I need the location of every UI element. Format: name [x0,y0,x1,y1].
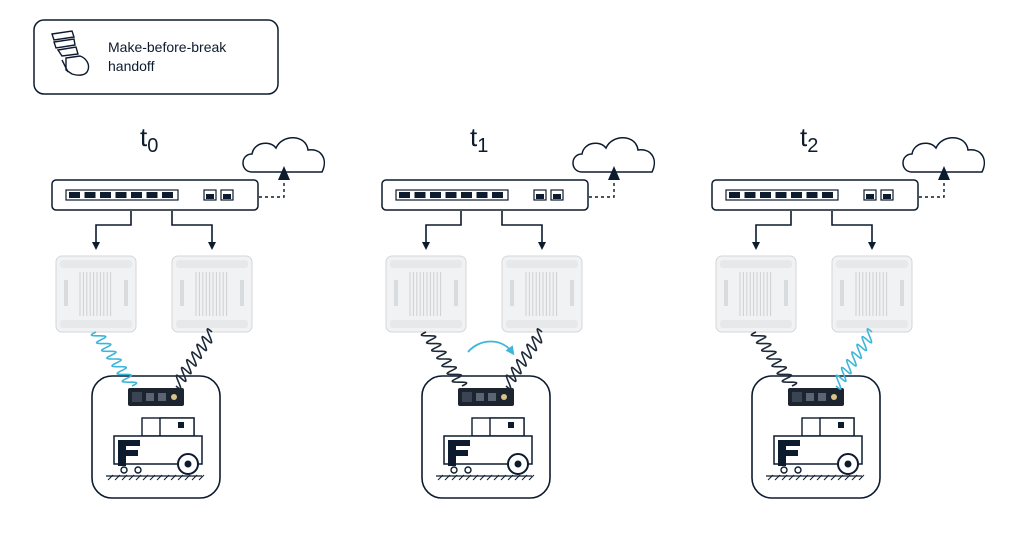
uplink-arrowhead [278,166,290,180]
network-switch-icon [51,179,259,211]
access-point-radio-icon [55,255,137,333]
left-link-cable [750,331,798,387]
floor-hatch [106,474,205,481]
legend-line-2: handoff [108,58,155,74]
stage-label-main: t [470,122,478,152]
stage-label-main: t [140,122,148,152]
agv-vehicle-icon [436,417,535,481]
running-foot-icon [51,30,90,76]
uplink-arrowhead [608,166,620,180]
access-point-radio-icon [715,255,797,333]
switch-to-radio-arrows [92,211,216,250]
right-link-cable [505,328,543,390]
stage-label-subscript: 2 [807,135,818,157]
stage-1: t1 [381,122,656,499]
left-link-cable [420,331,468,387]
uplink-dashed [589,174,615,198]
stage-label-subscript: 1 [477,135,488,157]
floor-hatch [436,474,535,481]
right-link-cable [175,328,213,390]
switch-to-radio-arrows [752,211,876,250]
stage-label: t2 [800,122,818,157]
cloud-icon [572,137,656,173]
uplink-arrowhead [938,166,950,180]
vehicle-modem-icon [458,388,514,406]
handoff-arrow [467,340,515,356]
cloud-icon [902,137,986,173]
stage-label-main: t [800,122,808,152]
right-link-cable [835,328,873,390]
vehicle-modem-icon [128,388,184,406]
network-switch-icon [381,179,589,211]
agv-vehicle-icon [106,417,205,481]
access-point-radio-icon [171,255,253,333]
network-switch-icon [711,179,919,211]
vehicle-modem-icon [788,388,844,406]
floor-hatch [766,474,865,481]
stage-label-subscript: 0 [147,135,158,157]
access-point-radio-icon [831,255,913,333]
cloud-icon [242,137,326,173]
stage-label: t1 [470,122,488,157]
uplink-dashed [919,174,945,198]
switch-to-radio-arrows [422,211,546,250]
uplink-dashed [259,174,285,198]
stage-0: t0 [51,122,326,499]
access-point-radio-icon [385,255,467,333]
stage-label: t0 [140,122,158,157]
legend: Make-before-break handoff [33,19,279,95]
left-link-cable [90,331,138,387]
agv-vehicle-icon [766,417,865,481]
access-point-radio-icon [501,255,583,333]
legend-line-1: Make-before-break [108,39,227,55]
stage-2: t2 [711,122,986,499]
